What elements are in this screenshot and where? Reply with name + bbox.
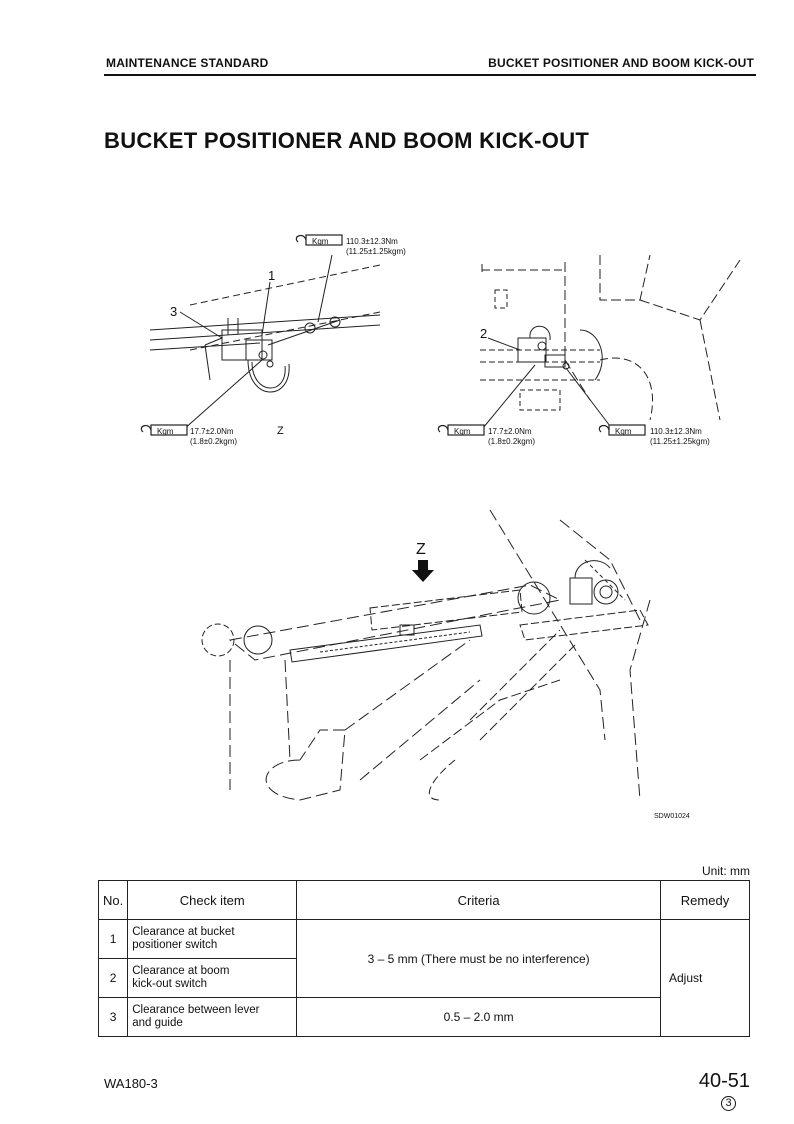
revision-badge: 3 — [721, 1096, 736, 1111]
row-check-item: Clearance between lever and guide — [127, 997, 298, 1037]
footer-model: WA180-3 — [104, 1076, 158, 1091]
callout-2: 2 — [480, 326, 487, 341]
row-no: 3 — [97, 997, 129, 1037]
check-item-line: Clearance at boom — [132, 965, 230, 977]
table-row: 2 Clearance at boom kick-out switch — [97, 958, 750, 998]
check-item-line: Clearance at bucket — [132, 926, 235, 938]
row-no: 1 — [97, 919, 129, 959]
torque-wrench-icon — [295, 234, 343, 246]
row-criteria: 0.5 – 2.0 mm — [296, 997, 661, 1037]
col-no: No. — [97, 880, 129, 920]
torque-right-kgm: (11.25±1.25kgm) — [650, 437, 710, 446]
drawing-code: SDW01024 — [654, 813, 690, 820]
header-section: MAINTENANCE STANDARD — [106, 56, 269, 70]
check-item-line: positioner switch — [132, 939, 218, 951]
col-check-item: Check item — [127, 880, 298, 920]
technical-diagram: Kgm Kgm Kgm Kgm 110.3±12.3Nm (11.25±1.25… — [140, 234, 741, 820]
torque-right-nm: 110.3±12.3Nm — [650, 427, 702, 436]
torque-top-nm: 110.3±12.3Nm — [346, 237, 398, 246]
torque-icon-label: Kgm — [454, 427, 471, 436]
table-row: 1 Clearance at bucket positioner switch … — [97, 919, 750, 1037]
row-check-item: Clearance at boom kick-out switch — [127, 958, 298, 998]
main-boom-view — [201, 509, 651, 801]
check-item-line: kick-out switch — [132, 978, 208, 990]
row-criteria: 3 – 5 mm (There must be no interference) — [296, 919, 661, 998]
row-check-item: Clearance at bucket positioner switch — [127, 919, 298, 959]
footer-page-number: 40-51 — [698, 1070, 750, 1092]
col-remedy: Remedy — [660, 880, 750, 920]
torque-left-nm: 17.7±2.0Nm — [488, 427, 532, 436]
torque-top-kgm: (11.25±1.25kgm) — [346, 247, 406, 256]
torque-icon-label: Kgm — [615, 427, 632, 436]
col-criteria: Criteria — [296, 880, 661, 920]
callout-3: 3 — [170, 304, 177, 319]
page-title: BUCKET POSITIONER AND BOOM KICK-OUT — [104, 128, 590, 153]
torque-wrench-icon — [140, 424, 188, 436]
right-detail-view — [480, 254, 741, 429]
row-remedy: Adjust — [660, 919, 750, 1037]
torque-left-kgm: (1.8±0.2kgm) — [488, 437, 535, 446]
maintenance-table: No. Check item Criteria Remedy 1 Clearan… — [97, 880, 750, 1037]
check-item-line: and guide — [132, 1017, 183, 1029]
table-header-row: No. Check item Criteria Remedy — [97, 880, 750, 920]
view-arrow-label-z: Z — [416, 541, 426, 558]
torque-wrench-icon — [437, 424, 485, 436]
view-label-z: Z — [277, 425, 284, 437]
check-item-line: Clearance between lever — [132, 1004, 260, 1016]
table-row: 3 Clearance between lever and guide 0.5 … — [97, 997, 750, 1037]
row-no: 2 — [97, 958, 129, 998]
torque-wrench-icon — [598, 424, 646, 436]
torque-bottom-kgm: (1.8±0.2kgm) — [190, 437, 237, 446]
left-detail-view — [149, 254, 381, 431]
z-view-arrow-icon — [412, 560, 434, 582]
torque-icon-label: Kgm — [312, 237, 329, 246]
torque-icon-label: Kgm — [157, 427, 174, 436]
header-topic: BUCKET POSITIONER AND BOOM KICK-OUT — [488, 56, 754, 70]
callout-1: 1 — [268, 268, 275, 283]
unit-label: Unit: mm — [702, 864, 750, 878]
torque-bottom-nm: 17.7±2.0Nm — [190, 427, 234, 436]
header-rule — [104, 74, 756, 76]
